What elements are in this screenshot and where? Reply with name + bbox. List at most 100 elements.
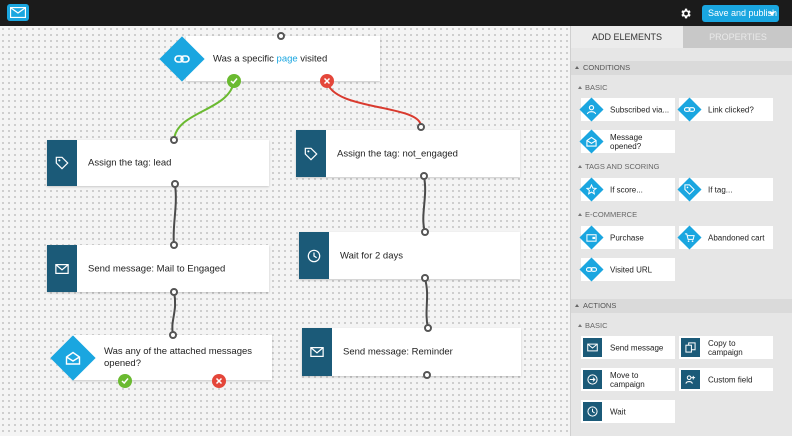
input-port-wait[interactable] [421,228,429,236]
tag-tile [47,140,77,186]
wire-yes-to-lead [173,80,235,141]
wire-lead-to-send [172,184,177,246]
action-assign-tag-not-engaged[interactable]: Assign the tag: not_engaged [296,130,520,177]
element-label: Visited URL [610,265,653,274]
wait-label: Wait for 2 days [340,250,404,261]
output-port-reminder[interactable] [423,371,431,379]
collapse-icon [578,213,582,216]
section-conditions[interactable]: CONDITIONS [571,61,792,75]
element-link-clicked[interactable]: Link clicked? [677,97,773,122]
element-move-to-campaign[interactable]: Move to campaign [581,368,675,391]
collapse-icon [578,86,582,89]
subsection-basic[interactable]: BASIC [571,82,792,94]
tag-not-engaged-label: Assign the tag: not_engaged [337,148,458,159]
subsection-tags-label: TAGS AND SCORING [585,162,660,171]
wire-no-to-not-engaged [326,80,422,127]
open-envelope-icon [65,351,81,365]
element-label: Copy to campaign [708,338,743,357]
subsection-ecommerce[interactable]: E-COMMERCE [571,209,792,221]
action-send-mail-engaged[interactable]: Send message: Mail to Engaged [47,245,269,292]
output-port-tag-lead[interactable] [171,180,179,188]
save-and-publish-button[interactable]: Save and publish [702,5,779,22]
wire-wait-to-reminder [424,278,429,329]
logo-envelope-icon[interactable] [7,4,29,21]
element-label: Send message [610,343,664,352]
collapse-icon [575,66,579,69]
element-subscribed-via[interactable]: Subscribed via... [579,97,675,122]
tab-add-elements[interactable]: ADD ELEMENTS [571,26,683,48]
gear-icon[interactable] [679,7,692,20]
action-send-reminder[interactable]: Send message: Reminder [302,328,521,376]
output-port-send-engaged[interactable] [170,288,178,296]
element-abandoned-cart[interactable]: Abandoned cart [677,225,773,250]
user-field-icon [685,375,696,384]
section-actions[interactable]: ACTIONS [571,299,792,313]
subsection-actions-basic-label: BASIC [585,321,608,330]
envelope-icon [587,343,598,352]
caret-down-icon [769,12,775,16]
element-label: If tag... [708,185,733,194]
condition-prefix: Was a specific [213,53,277,64]
element-wait[interactable]: Wait [581,400,675,423]
link-icon [684,107,695,112]
element-send-message[interactable]: Send message [581,336,675,359]
element-if-tag[interactable]: If tag... [677,177,773,202]
input-port-reminder[interactable] [424,324,432,332]
collapse-icon [578,165,582,168]
no-x-icon[interactable] [212,374,226,388]
yes-check-icon[interactable] [118,374,132,388]
tag-icon [684,184,695,195]
condition-opened-label: Was any of the attached messages opened? [104,345,253,369]
output-port-tag-not-engaged[interactable] [420,172,428,180]
element-label: Move to campaign [610,370,645,389]
element-label: Subscribed via... [610,105,670,114]
connection-wires [171,80,429,335]
element-label: Wait [610,407,626,416]
collapse-icon [578,324,582,327]
clock-tile [299,232,329,279]
condition-messages-opened[interactable]: Was any of the attached messages opened? [72,335,272,380]
top-bar: Save and publish [0,0,792,26]
tag-icon [55,156,69,170]
output-port-wait[interactable] [421,274,429,282]
element-label: Abandoned cart [708,233,765,242]
subsection-actions-basic[interactable]: BASIC [571,320,792,332]
open-envelope-icon [586,136,597,147]
workflow-canvas[interactable]: Was a specific page visited Assign the t… [0,26,570,436]
element-if-score[interactable]: If score... [579,177,675,202]
element-visited-url[interactable]: Visited URL [579,257,675,282]
action-assign-tag-lead[interactable]: Assign the tag: lead [47,140,269,186]
input-port-tag-lead[interactable] [170,136,178,144]
element-purchase[interactable]: Purchase [579,225,675,250]
element-label: Purchase [610,233,644,242]
element-message-opened[interactable]: Message opened? [579,129,675,154]
condition-page-visited[interactable]: Was a specific page visited [186,36,380,81]
envelope-icon [310,347,324,357]
envelope-icon [55,263,69,274]
no-x-icon[interactable] [320,74,334,88]
input-port-send-engaged[interactable] [170,241,178,249]
action-wait-2-days[interactable]: Wait for 2 days [299,232,520,279]
person-icon [586,105,597,115]
tab-properties[interactable]: PROPERTIES [683,26,792,48]
page-link[interactable]: page [276,53,298,64]
input-port-tag-not-engaged[interactable] [417,123,425,131]
save-button-label: Save and publish [708,8,778,18]
wire-send-to-opened [171,291,177,335]
element-custom-field[interactable]: Custom field [679,368,773,391]
wallet-icon [586,234,597,242]
tag-lead-label: Assign the tag: lead [88,157,172,169]
subsection-ecommerce-label: E-COMMERCE [585,210,638,219]
input-port-condition[interactable] [277,32,285,40]
subsection-tags-scoring[interactable]: TAGS AND SCORING [571,161,792,173]
mail-tile [47,245,77,292]
elements-panel: ADD ELEMENTS PROPERTIES CONDITIONS BASIC… [570,26,792,436]
link-icon [174,55,190,63]
yes-check-icon[interactable] [227,74,241,88]
input-port-condition-opened[interactable] [169,331,177,339]
element-copy-to-campaign[interactable]: Copy to campaign [679,336,773,359]
arrow-right-icon [587,374,598,385]
section-actions-label: ACTIONS [583,301,617,310]
tag-tile [296,130,326,177]
tag-icon [304,147,318,161]
